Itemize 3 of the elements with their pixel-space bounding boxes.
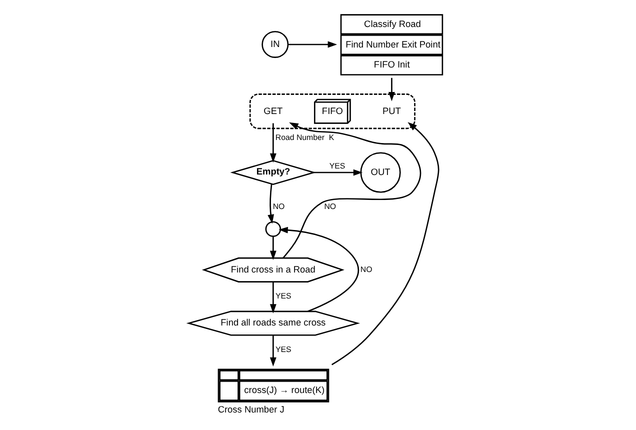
node-text: PUT bbox=[382, 106, 400, 116]
node-label: Cross Number J bbox=[217, 404, 284, 414]
node-text: GET bbox=[263, 106, 282, 116]
